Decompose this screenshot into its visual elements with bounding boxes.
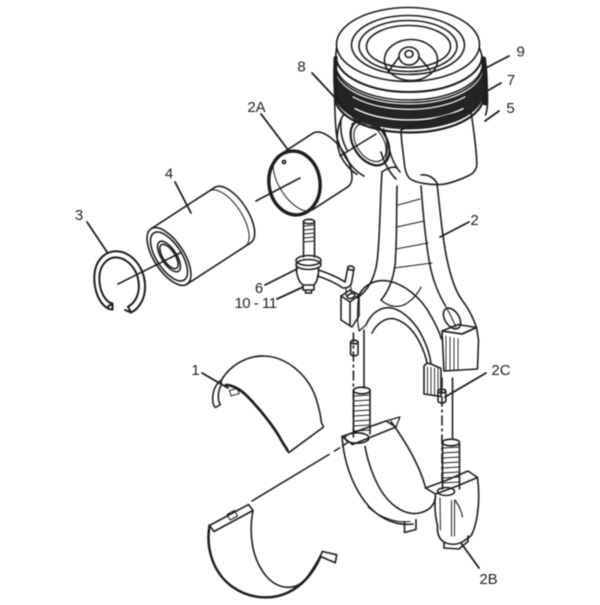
svg-text:9: 9 — [517, 44, 525, 61]
svg-text:6: 6 — [255, 280, 263, 297]
svg-text:1: 1 — [191, 362, 199, 379]
svg-text:7: 7 — [507, 72, 515, 89]
svg-text:2A: 2A — [247, 99, 265, 116]
svg-text:10 - 11: 10 - 11 — [234, 295, 276, 312]
svg-text:2: 2 — [470, 212, 478, 229]
svg-text:2B: 2B — [479, 571, 497, 588]
svg-text:8: 8 — [297, 59, 305, 76]
svg-text:5: 5 — [506, 100, 514, 117]
svg-text:3: 3 — [75, 207, 83, 224]
svg-text:4: 4 — [165, 166, 173, 183]
svg-text:2C: 2C — [491, 362, 510, 379]
